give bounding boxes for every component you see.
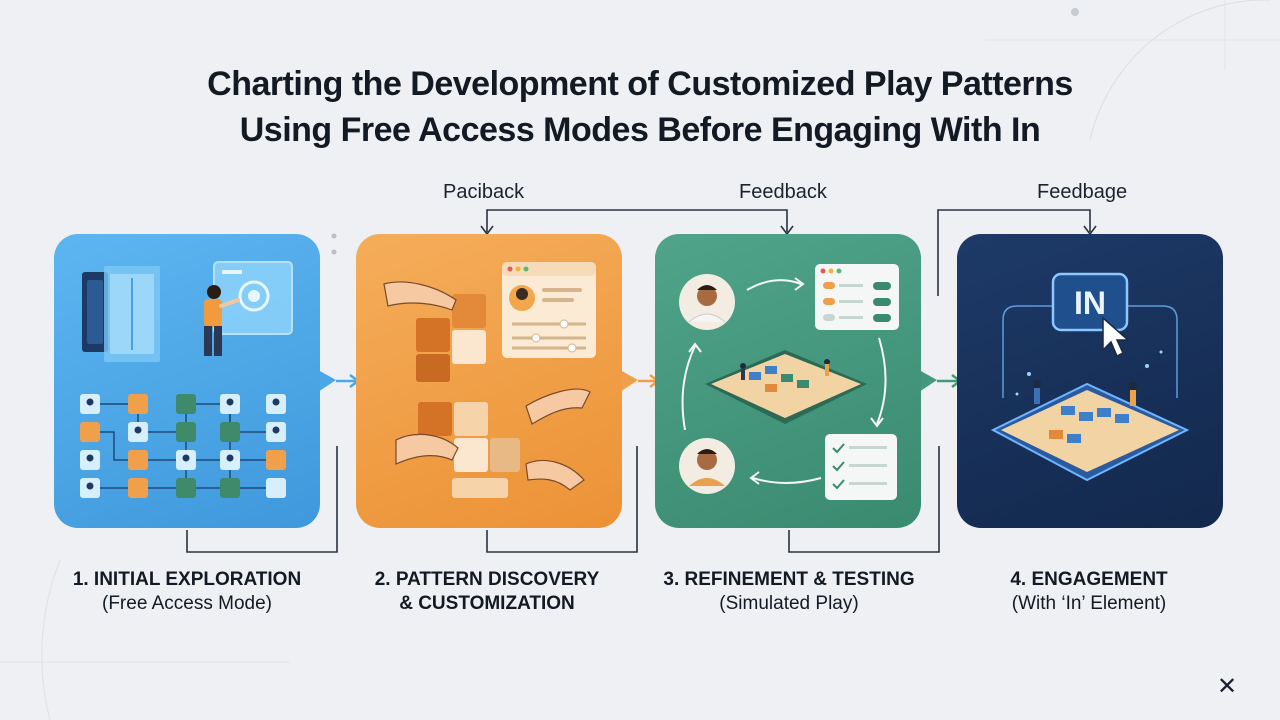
step-label-4: 4. ENGAGEMENT (With ‘In’ Element) — [939, 568, 1239, 616]
feedback-label-3: Feedbage — [1037, 181, 1127, 204]
step-2-subtitle: & CUSTOMIZATION — [337, 592, 637, 616]
arrow-1-to-2 — [318, 370, 358, 392]
step-label-3: 3. REFINEMENT & TESTING (Simulated Play) — [639, 568, 939, 616]
user-tiles — [80, 394, 286, 498]
step-label-1: 1. INITIAL EXPLORATION (Free Access Mode… — [37, 568, 337, 616]
door-icon — [82, 266, 160, 362]
step-2-title: 2. PATTERN DISCOVERY — [337, 568, 637, 592]
checklist-icon — [825, 434, 897, 500]
step-4-subtitle: (With ‘In’ Element) — [939, 592, 1239, 616]
step-1-subtitle: (Free Access Mode) — [37, 592, 337, 616]
step-label-2: 2. PATTERN DISCOVERY & CUSTOMIZATION — [337, 568, 637, 616]
avatar-bottom-icon — [679, 438, 735, 494]
settings-window-icon — [815, 264, 899, 330]
step-1-title: 1. INITIAL EXPLORATION — [37, 568, 337, 592]
game-board-icon — [993, 380, 1187, 480]
close-icon[interactable]: ✕ — [1214, 674, 1240, 700]
step-card-initial-exploration — [54, 234, 320, 528]
arrow-2-to-3 — [620, 370, 658, 392]
feedback-label-1: Paciback — [443, 181, 524, 204]
step-4-title: 4. ENGAGEMENT — [939, 568, 1239, 592]
feedback-label-2: Feedback — [739, 181, 827, 204]
diagram-title-line-2: Using Free Access Modes Before Engaging … — [0, 108, 1280, 152]
arrow-3-to-4 — [919, 370, 960, 392]
user-network — [92, 404, 276, 488]
step-card-engagement: IN — [957, 234, 1223, 528]
in-badge-text: IN — [1074, 285, 1106, 321]
puzzle-illustration — [356, 234, 622, 528]
screen-icon — [214, 262, 292, 334]
step-card-refinement-testing — [655, 234, 921, 528]
exploration-illustration — [54, 234, 320, 528]
testing-illustration — [655, 234, 921, 528]
diagram-title-line-1: Charting the Development of Customized P… — [0, 62, 1280, 106]
avatar-top-icon — [679, 274, 735, 330]
engagement-illustration: IN — [957, 234, 1223, 528]
step-3-subtitle: (Simulated Play) — [639, 592, 939, 616]
step-3-title: 3. REFINEMENT & TESTING — [639, 568, 939, 592]
game-board-icon — [705, 350, 867, 424]
step-card-pattern-discovery — [356, 234, 622, 528]
profile-window-icon — [502, 262, 596, 358]
feedback-loop-top — [487, 210, 787, 232]
